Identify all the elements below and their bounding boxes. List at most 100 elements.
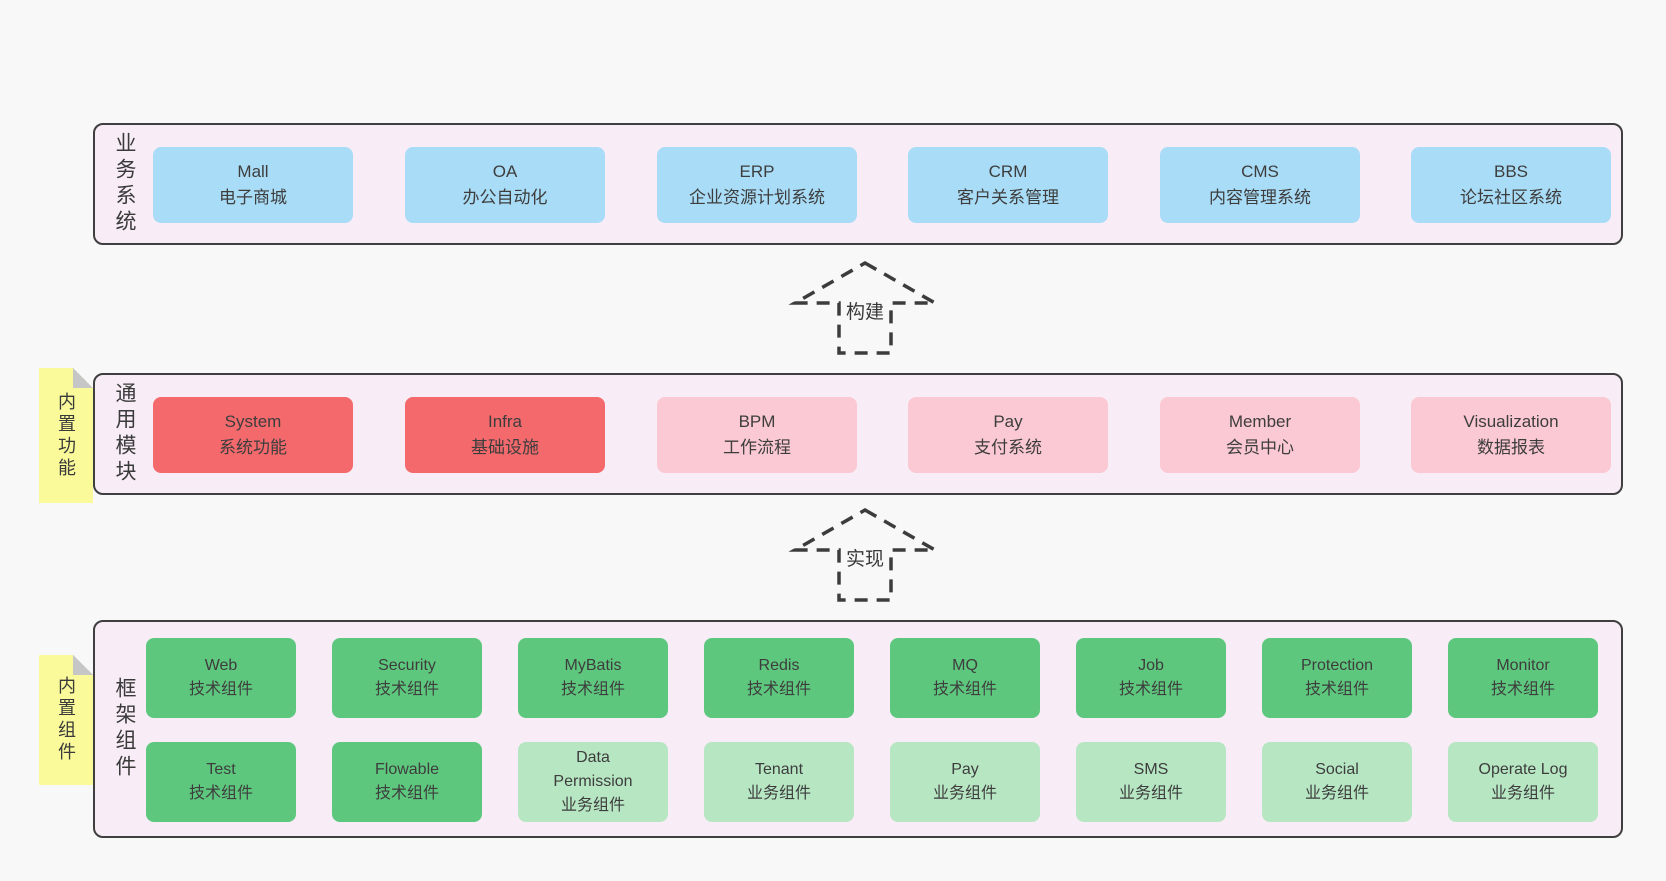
box-sms-name: SMS [1133, 761, 1169, 778]
box-redis-name: Redis [758, 657, 800, 674]
box-erp: ERP 企业资源计划系统 [657, 147, 857, 223]
box-job: Job 技术组件 [1076, 638, 1226, 718]
box-web-desc: 技术组件 [188, 681, 253, 698]
box-mall-desc: 电子商城 [219, 188, 287, 207]
box-infra: Infra 基础设施 [405, 397, 605, 473]
box-operate-log-desc: 业务组件 [1490, 785, 1555, 802]
box-mall-name: Mall [237, 162, 269, 181]
builtin-components-tag-label: 内置组件 [56, 676, 76, 764]
box-mq-name: MQ [952, 657, 978, 674]
box-pay-module: Pay 支付系统 [908, 397, 1108, 473]
box-system-desc: 系统功能 [219, 438, 287, 457]
box-job-name: Job [1138, 657, 1164, 674]
box-mybatis: MyBatis 技术组件 [518, 638, 668, 718]
box-bbs: BBS 论坛社区系统 [1411, 147, 1611, 223]
up-arrow-icon [788, 507, 942, 602]
box-monitor: Monitor 技术组件 [1448, 638, 1598, 718]
box-test-desc: 技术组件 [188, 785, 253, 802]
box-bpm-desc: 工作流程 [723, 438, 791, 457]
box-member-name: Member [1228, 412, 1292, 431]
box-tenant: Tenant 业务组件 [704, 742, 854, 822]
box-crm-desc: 客户关系管理 [957, 188, 1059, 207]
box-pay-component-desc: 业务组件 [932, 785, 997, 802]
build-arrow: 构建 [785, 258, 945, 358]
box-security-name: Security [378, 657, 436, 674]
box-sms-desc: 业务组件 [1118, 785, 1183, 802]
box-visualization: Visualization 数据报表 [1411, 397, 1611, 473]
box-pay-component: Pay 业务组件 [890, 742, 1040, 822]
box-social: Social 业务组件 [1262, 742, 1412, 822]
box-web: Web 技术组件 [146, 638, 296, 718]
panel-common-modules-label: 通用模块 [113, 382, 136, 486]
box-security: Security 技术组件 [332, 638, 482, 718]
box-flowable: Flowable 技术组件 [332, 742, 482, 822]
box-cms-name: CMS [1241, 162, 1279, 181]
box-pay-module-name: Pay [993, 412, 1023, 431]
builtin-features-tag-body [39, 368, 93, 503]
box-sms: SMS 业务组件 [1076, 742, 1226, 822]
box-crm-name: CRM [988, 162, 1028, 181]
box-cms-desc: 内容管理系统 [1209, 188, 1311, 207]
box-data-permission: Data Permission 业务组件 [518, 742, 668, 822]
box-test: Test 技术组件 [146, 742, 296, 822]
box-mybatis-desc: 技术组件 [560, 681, 625, 698]
implement-arrow: 实现 [785, 505, 945, 605]
box-visualization-name: Visualization [1463, 412, 1559, 431]
build-arrow-label: 构建 [840, 296, 890, 325]
box-oa-desc: 办公自动化 [462, 188, 548, 207]
box-data-permission-desc: 业务组件 [560, 797, 625, 814]
box-protection-desc: 技术组件 [1304, 681, 1369, 698]
box-visualization-desc: 数据报表 [1477, 438, 1545, 457]
builtin-components-tag-body [39, 655, 93, 785]
box-mybatis-name: MyBatis [564, 657, 622, 674]
box-redis: Redis 技术组件 [704, 638, 854, 718]
box-infra-name: Infra [487, 412, 523, 431]
box-monitor-desc: 技术组件 [1490, 681, 1555, 698]
box-monitor-name: Monitor [1496, 657, 1550, 674]
implement-arrow-label: 实现 [840, 543, 890, 572]
box-social-name: Social [1315, 761, 1359, 778]
panel-common-modules: 通用模块 System 系统功能 Infra 基础设施 BPM 工作流程 Pay… [93, 373, 1623, 495]
up-arrow-icon [788, 260, 942, 355]
box-bbs-desc: 论坛社区系统 [1460, 188, 1562, 207]
box-social-desc: 业务组件 [1304, 785, 1369, 802]
box-oa: OA 办公自动化 [405, 147, 605, 223]
box-pay-component-name: Pay [951, 761, 979, 778]
box-protection-name: Protection [1300, 657, 1374, 674]
panel-framework-components: 框架组件 Web 技术组件 Security 技术组件 MyBatis 技术组件… [93, 620, 1623, 838]
box-operate-log-name: Operate Log [1478, 761, 1568, 778]
box-erp-desc: 企业资源计划系统 [689, 188, 825, 207]
box-member: Member 会员中心 [1160, 397, 1360, 473]
box-system: System 系统功能 [153, 397, 353, 473]
box-erp-name: ERP [739, 162, 775, 181]
box-oa-name: OA [492, 162, 518, 181]
builtin-features-tag-label: 内置功能 [56, 391, 76, 480]
box-web-name: Web [204, 657, 238, 674]
box-flowable-name: Flowable [374, 761, 440, 778]
box-bpm: BPM 工作流程 [657, 397, 857, 473]
folded-corner-icon [73, 655, 93, 675]
box-protection: Protection 技术组件 [1262, 638, 1412, 718]
box-flowable-desc: 技术组件 [374, 785, 439, 802]
box-tenant-name: Tenant [754, 761, 804, 778]
box-job-desc: 技术组件 [1118, 681, 1183, 698]
builtin-features-tag: 内置功能 [39, 368, 93, 503]
box-mq-desc: 技术组件 [932, 681, 997, 698]
box-pay-module-desc: 支付系统 [974, 438, 1042, 457]
box-redis-desc: 技术组件 [746, 681, 811, 698]
panel-business-systems: 业务系统 Mall 电子商城 OA 办公自动化 ERP 企业资源计划系统 CRM… [93, 123, 1623, 245]
box-infra-desc: 基础设施 [471, 438, 539, 457]
panel-business-systems-label: 业务系统 [113, 132, 136, 236]
box-system-name: System [224, 412, 282, 431]
box-security-desc: 技术组件 [374, 681, 439, 698]
box-crm: CRM 客户关系管理 [908, 147, 1108, 223]
builtin-components-tag: 内置组件 [39, 655, 93, 785]
box-bbs-name: BBS [1493, 162, 1529, 181]
box-tenant-desc: 业务组件 [746, 785, 811, 802]
folded-corner-icon [73, 368, 93, 388]
box-mq: MQ 技术组件 [890, 638, 1040, 718]
box-bpm-name: BPM [738, 412, 776, 431]
box-test-name: Test [206, 761, 236, 778]
box-cms: CMS 内容管理系统 [1160, 147, 1360, 223]
